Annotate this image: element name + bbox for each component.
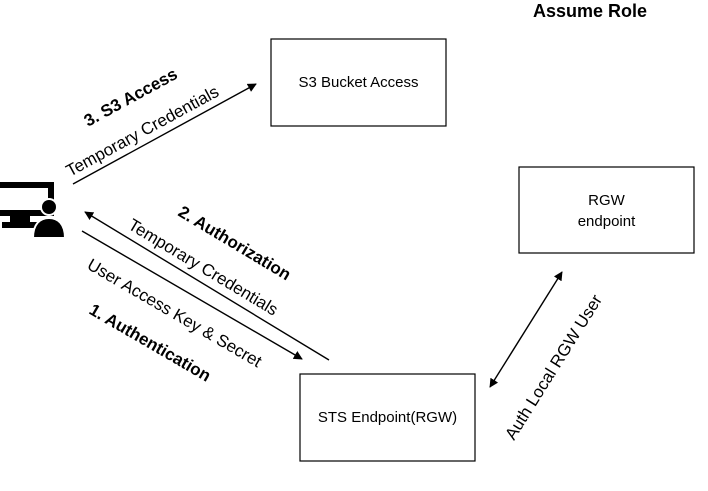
rgw-endpoint-node: RGW endpoint bbox=[518, 166, 695, 254]
rgw-auth-arrow bbox=[489, 271, 563, 388]
s3-node-label: S3 Bucket Access bbox=[298, 74, 418, 91]
rgw-auth-label: Auth Local RGW User bbox=[501, 291, 606, 443]
diagram-title: Assume Role bbox=[533, 1, 647, 21]
rgw-node-label-line1: RGW bbox=[588, 192, 626, 209]
authentication-arrow bbox=[81, 230, 303, 360]
rgw-node-label-line2: endpoint bbox=[578, 213, 636, 230]
authorization-arrow bbox=[84, 211, 330, 361]
authentication-step-label: 1. Authentication bbox=[86, 300, 214, 385]
s3-bucket-access-node: S3 Bucket Access bbox=[270, 38, 447, 127]
sts-endpoint-node: STS Endpoint(RGW) bbox=[299, 373, 476, 462]
s3-access-arrow bbox=[72, 83, 257, 185]
sts-node-label: STS Endpoint(RGW) bbox=[318, 409, 457, 426]
user-computer-icon bbox=[0, 182, 67, 239]
